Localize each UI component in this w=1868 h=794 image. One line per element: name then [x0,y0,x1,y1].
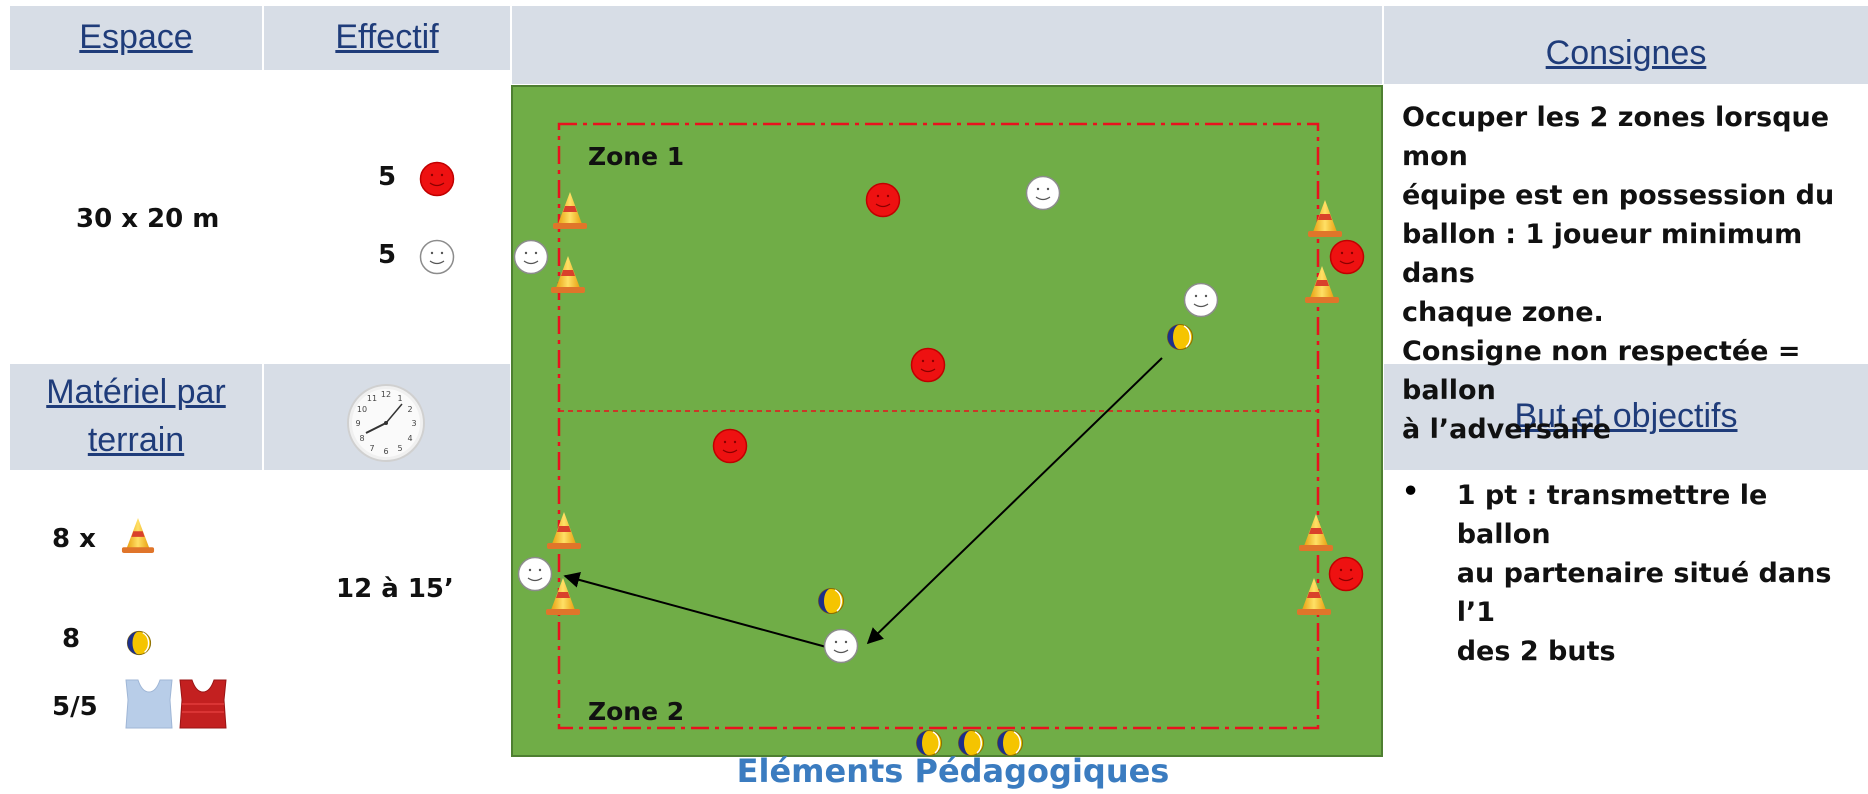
header-effectif-label: Effectif [335,18,439,57]
materiel-balls-count: 8 [62,624,81,654]
white-player-icon [823,628,859,664]
zone-boundary [557,122,1320,730]
header-espace: Espace [10,6,262,70]
effectif-red-count: 5 [378,162,397,192]
header-but: But et objectifs [1384,364,1868,470]
header-materiel-label: Matériel par terrain [46,373,226,459]
objectif-line: 1 pt : transmettre le ballon [1456,480,1768,550]
header-consignes: Consignes [1384,6,1868,84]
objectif-line: au partenaire situé dans l’1 [1456,558,1832,628]
espace-value: 30 x 20 m [76,204,220,234]
blue-bib-icon [125,679,173,729]
pass-arrow-2 [563,572,831,649]
ball-icon [1166,323,1194,351]
bullet: • [1402,476,1420,507]
consignes-line: chaque zone. [1402,297,1604,328]
white-player-icon [1025,175,1061,211]
consignes-line: Occuper les 2 zones lorsque mon [1402,102,1830,172]
pitch [511,85,1383,757]
red-player-icon [1329,239,1365,275]
header-but-label: But et objectifs [1514,397,1738,436]
effectif-white-count: 5 [378,240,397,270]
consignes-line: ballon : 1 joueur minimum dans [1402,219,1803,289]
svg-text:10: 10 [357,405,367,414]
red-bib-icon [179,679,227,729]
svg-text:2: 2 [407,405,412,414]
svg-text:6: 6 [383,447,388,456]
white-player-icon [517,556,553,592]
svg-text:3: 3 [411,419,416,428]
header-consignes-label: Consignes [1545,34,1707,73]
red-player-icon [1328,556,1364,592]
svg-text:4: 4 [407,434,412,443]
consignes-line: équipe est en possession du [1402,180,1835,211]
objectif-line: des 2 buts [1456,636,1616,667]
zone-2-label: Zone 2 [588,697,684,726]
clock-icon: 12 3 6 9 1 2 4 5 7 8 10 11 [347,384,425,462]
consignes-text: Occuper les 2 zones lorsque mon équipe e… [1402,98,1862,449]
objectif-item: • 1 pt : transmettre le ballon au parten… [1402,476,1842,671]
white-player-icon [513,239,549,275]
svg-text:11: 11 [367,394,377,403]
svg-text:9: 9 [355,419,360,428]
header-espace-label: Espace [79,18,193,57]
white-player-icon [1183,282,1219,318]
svg-text:5: 5 [397,444,402,453]
white-player-icon [419,239,455,275]
zone-1-label: Zone 1 [588,142,684,171]
materiel-bibs-count: 5/5 [52,692,98,722]
svg-text:8: 8 [359,434,364,443]
pass-arrow-1 [866,357,1163,645]
svg-text:12: 12 [381,390,391,399]
ball-icon [817,587,845,615]
cone-icon [121,518,155,553]
red-player-icon [419,161,455,197]
red-player-icon [865,182,901,218]
red-player-icon [910,347,946,383]
duree-value: 12 à 15’ [336,574,454,604]
consignes-line: à l’adversaire [1402,414,1612,445]
header-blank [512,6,1382,84]
consignes-line: Consigne non respectée = ballon [1402,336,1801,406]
red-player-icon [712,428,748,464]
materiel-cones-count: 8 x [52,524,96,554]
svg-text:1: 1 [397,394,402,403]
svg-text:7: 7 [369,444,374,453]
footer-title: Eléments Pédagogiques [736,752,1170,790]
ball-icon [126,630,152,656]
objectif-text: 1 pt : transmettre le ballon au partenai… [1457,476,1842,671]
header-materiel: Matériel par terrain [10,364,262,470]
header-effectif: Effectif [264,6,510,70]
